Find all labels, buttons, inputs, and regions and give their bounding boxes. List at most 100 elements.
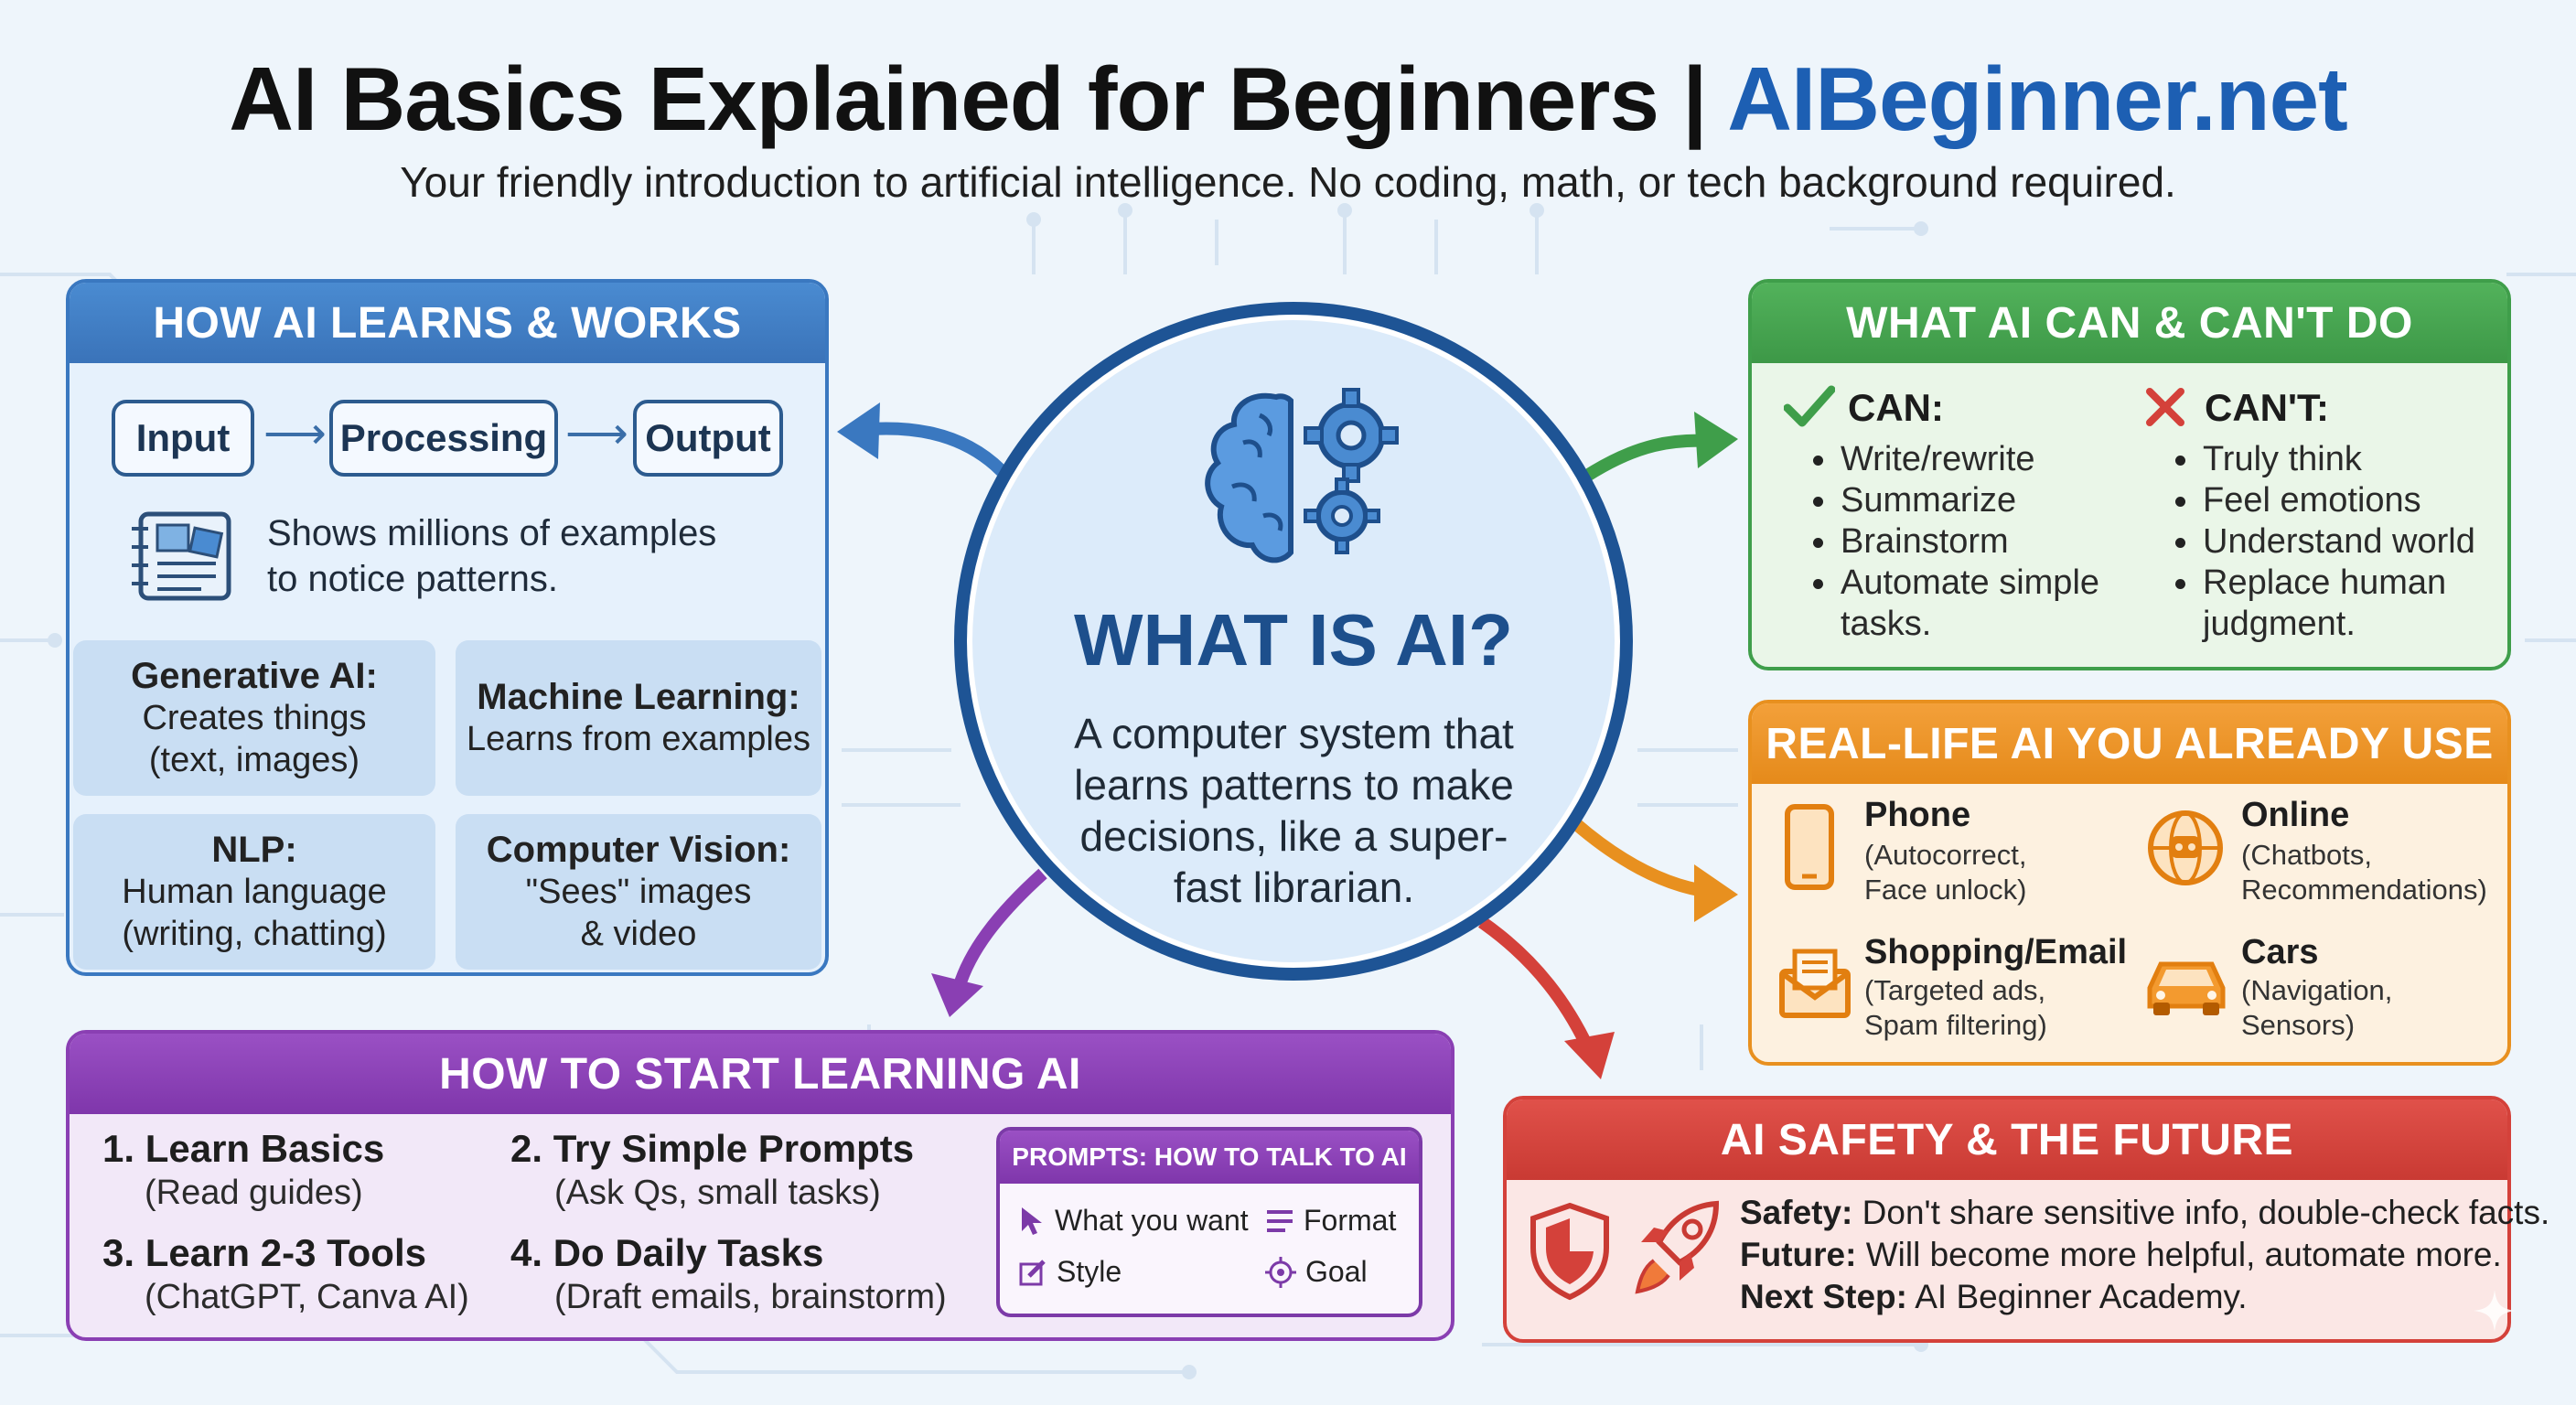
flow-input-box: Input <box>112 400 254 477</box>
tile-desc: Learns from examples <box>467 719 810 758</box>
what-is-ai-text: A computer system that learns patterns t… <box>1074 710 1514 911</box>
arrow-to-safety <box>1477 917 1596 1055</box>
step-desc: (ChatGPT, Canva AI) <box>145 1278 469 1316</box>
tile-desc: (text, images) <box>148 740 360 779</box>
step-title: 1. Learn Basics <box>102 1127 385 1170</box>
real-life-desc-line: Face unlock) <box>1864 874 2027 906</box>
next-step-label: Next Step: <box>1740 1278 1907 1315</box>
can-cant-panel: WHAT AI CAN & CAN'T DO <box>1748 279 2511 670</box>
can-item: Automate simple tasks. <box>1808 563 2109 645</box>
safety-panel: AI SAFETY & THE FUTURE <box>1503 1096 2511 1343</box>
real-life-heading: REAL-LIFE AI YOU ALREADY USE <box>1752 703 2507 784</box>
arrowhead-purple <box>931 973 983 1017</box>
arrow-to-how-ai <box>857 422 1006 477</box>
next-step-line: Next Step: AI Beginner Academy. <box>1740 1278 2248 1316</box>
real-life-desc-line: (Chatbots, <box>2241 839 2373 871</box>
can-item: Brainstorm <box>1808 521 2109 563</box>
checkmark-icon <box>1784 385 1835 427</box>
real-life-desc-line: Spam filtering) <box>1864 1009 2047 1041</box>
notebook-icon <box>132 511 231 601</box>
arrow-to-start-learning <box>952 868 1047 991</box>
how-ai-note: Shows millions of examples to notice pat… <box>267 510 716 602</box>
shield-icon <box>1530 1202 1609 1301</box>
step-title: 4. Do Daily Tasks <box>510 1231 824 1274</box>
cant-item: Understand world <box>2170 521 2490 563</box>
tile-nlp: NLP: Human language (writing, chatting) <box>73 814 435 970</box>
phone-icon <box>1785 804 1834 890</box>
real-life-desc: (Targeted ads, Spam filtering) <box>1864 973 2047 1043</box>
real-life-title: Cars <box>2241 933 2319 971</box>
how-ai-note-line2: to notice patterns. <box>267 559 558 599</box>
prompts-box: PROMPTS: HOW TO TALK TO AI What you want… <box>996 1127 1422 1317</box>
real-life-desc: (Navigation, Sensors) <box>2241 973 2392 1043</box>
safety-heading: AI SAFETY & THE FUTURE <box>1507 1099 2507 1180</box>
safety-label: Safety: <box>1740 1194 1853 1231</box>
tile-title: Generative AI: <box>131 655 378 696</box>
tile-title: Machine Learning: <box>477 676 800 717</box>
cross-icon <box>2146 388 2184 426</box>
prompt-item-format: Format <box>1265 1204 1396 1238</box>
step-title: 2. Try Simple Prompts <box>510 1127 915 1170</box>
real-life-desc-line: (Navigation, <box>2241 974 2393 1006</box>
arrowhead-green <box>1694 412 1738 468</box>
step-desc: (Ask Qs, small tasks) <box>554 1174 881 1212</box>
envelope-icon <box>1779 949 1851 1018</box>
safety-text: Don't share sensitive info, double-check… <box>1852 1194 2550 1231</box>
arrowhead-orange <box>1694 864 1738 922</box>
prompt-label: Style <box>1057 1255 1122 1288</box>
real-life-desc-line: Recommendations) <box>2241 874 2487 906</box>
safety-line: Safety: Don't share sensitive info, doub… <box>1740 1194 2549 1232</box>
prompt-item-what-you-want: What you want <box>1018 1204 1249 1238</box>
tile-generative-ai: Generative AI: Creates things (text, ima… <box>73 640 435 796</box>
prompt-label: What you want <box>1055 1204 1249 1237</box>
arrowhead-blue <box>837 402 880 459</box>
what-is-ai-circle: WHAT IS AI? A computer system that learn… <box>954 302 1633 981</box>
edit-icon <box>1019 1259 1046 1285</box>
tile-desc: & video <box>580 914 697 953</box>
how-ai-works-heading: HOW AI LEARNS & WORKS <box>70 283 825 363</box>
real-life-title: Online <box>2241 796 2350 834</box>
can-item: Summarize <box>1808 480 2109 521</box>
car-icon <box>2147 961 2226 1015</box>
prompts-heading: PROMPTS: HOW TO TALK TO AI <box>1000 1131 1419 1184</box>
what-is-ai-title: WHAT IS AI? <box>1074 599 1513 681</box>
tile-desc: Human language <box>122 872 387 911</box>
cant-label: CAN'T: <box>2205 386 2329 429</box>
title-brand[interactable]: AIBeginner.net <box>1727 48 2348 149</box>
brain-gears-icon <box>1205 388 1399 563</box>
prompt-label: Goal <box>1305 1255 1368 1288</box>
target-icon <box>1265 1256 1296 1288</box>
page-title: AI Basics Explained for Beginners | AIBe… <box>0 48 2576 151</box>
prompt-item-style: Style <box>1018 1255 1122 1289</box>
tile-desc: Creates things <box>142 698 367 737</box>
cant-item: Replace human judgment. <box>2170 563 2490 645</box>
tile-desc: (writing, chatting) <box>122 914 387 953</box>
future-text: Will become more helpful, automate more. <box>1856 1236 2502 1273</box>
cursor-icon <box>1022 1207 1042 1235</box>
how-ai-note-line1: Shows millions of examples <box>267 513 717 553</box>
step-desc: (Draft emails, brainstorm) <box>554 1278 947 1316</box>
real-life-desc: (Chatbots, Recommendations) <box>2241 838 2487 907</box>
tile-desc: "Sees" images <box>525 872 752 911</box>
arrow-to-can-cant <box>1583 434 1712 481</box>
real-life-desc: (Autocorrect, Face unlock) <box>1864 838 2026 907</box>
can-cant-heading: WHAT AI CAN & CAN'T DO <box>1752 283 2507 363</box>
real-life-desc-line: Sensors) <box>2241 1009 2356 1041</box>
flow-processing-box: Processing <box>329 400 558 477</box>
list-lines-icon <box>1267 1209 1293 1232</box>
cant-item: Truly think <box>2170 439 2490 480</box>
step-desc: (Read guides) <box>145 1174 363 1212</box>
prompt-item-goal: Goal <box>1265 1255 1368 1289</box>
tile-machine-learning: Machine Learning: Learns from examples <box>456 640 821 796</box>
flow-arrow-icon: ⟶ <box>263 410 327 458</box>
can-label: CAN: <box>1848 386 1944 429</box>
next-step-text[interactable]: AI Beginner Academy. <box>1906 1278 2248 1315</box>
rocket-icon <box>1635 1200 1720 1294</box>
flow-arrow-icon: ⟶ <box>565 410 628 458</box>
arrowhead-red <box>1564 1032 1615 1079</box>
cant-item: Feel emotions <box>2170 480 2490 521</box>
tile-title: Computer Vision: <box>486 829 791 870</box>
start-learning-heading: HOW TO START LEARNING AI <box>70 1034 1451 1114</box>
page-subtitle: Your friendly introduction to artificial… <box>400 158 2176 206</box>
